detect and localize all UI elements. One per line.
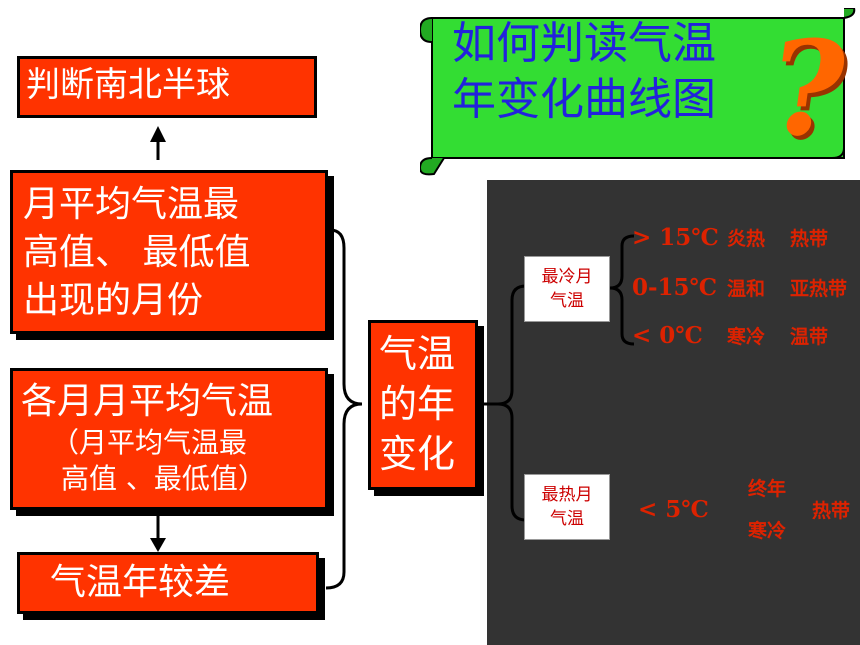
banner-title: 如何判读气温 年变化曲线图 [452,16,782,128]
cold-desc2-2: 亚热带 [790,278,848,300]
cold-desc2-1: 热带 [790,228,829,250]
cold-desc1-1: 炎热 [727,228,766,250]
coldest-label-2: 气温 [550,291,584,311]
annual-change-line-3: 变化 [379,432,456,476]
monthly-temp-title: 各月月平均气温 [21,381,274,422]
extreme-line-1: 月平均气温最 [23,184,240,225]
hottest-label-1: 最热月 [541,485,593,505]
cold-desc1-2: 温和 [727,278,766,300]
hottest-month-box: 最热月 气温 [524,474,610,540]
annual-change-line-1: 气温 [379,332,456,376]
cold-desc2-3: 温带 [790,326,829,348]
extreme-month-box: 月平均气温最 高值、 最低值 出现的月份 [10,170,328,334]
extreme-line-3: 出现的月份 [23,280,204,321]
annual-range-label: 气温年较差 [50,562,231,603]
annual-change-box: 气温 的年 变化 [368,320,478,490]
hot-desc-2: 寒冷 [748,520,787,542]
annual-range-box: 气温年较差 [17,552,319,614]
banner-title-line2: 年变化曲线图 [452,74,716,125]
banner-title-line1: 如何判读气温 [452,18,716,69]
title-scroll-banner [420,8,856,176]
annual-change-line-2: 的年 [379,382,456,426]
hot-zone: 热带 [812,500,851,522]
cold-cond-2: 0-15℃ [632,274,718,301]
hemisphere-label: 判断南北半球 [26,65,230,105]
monthly-temp-sub-1: （月平均气温最 [51,426,248,459]
hot-cond: < 5℃ [638,496,709,523]
cold-cond-1: > 15℃ [632,224,719,251]
hemisphere-box: 判断南北半球 [17,56,317,118]
extreme-line-2: 高值、 最低值 [23,232,251,273]
monthly-temp-box: 各月月平均气温 （月平均气温最 高值 、最低值） [10,368,328,510]
coldest-label-1: 最冷月 [541,267,593,287]
hot-desc-1: 终年 [748,478,787,500]
monthly-temp-sub-2: 高值 、最低值） [61,462,266,495]
hottest-label-2: 气温 [550,509,584,529]
cold-cond-3: < 0℃ [632,322,703,349]
cold-desc1-3: 寒冷 [727,326,766,348]
coldest-month-box: 最冷月 气温 [524,256,610,322]
